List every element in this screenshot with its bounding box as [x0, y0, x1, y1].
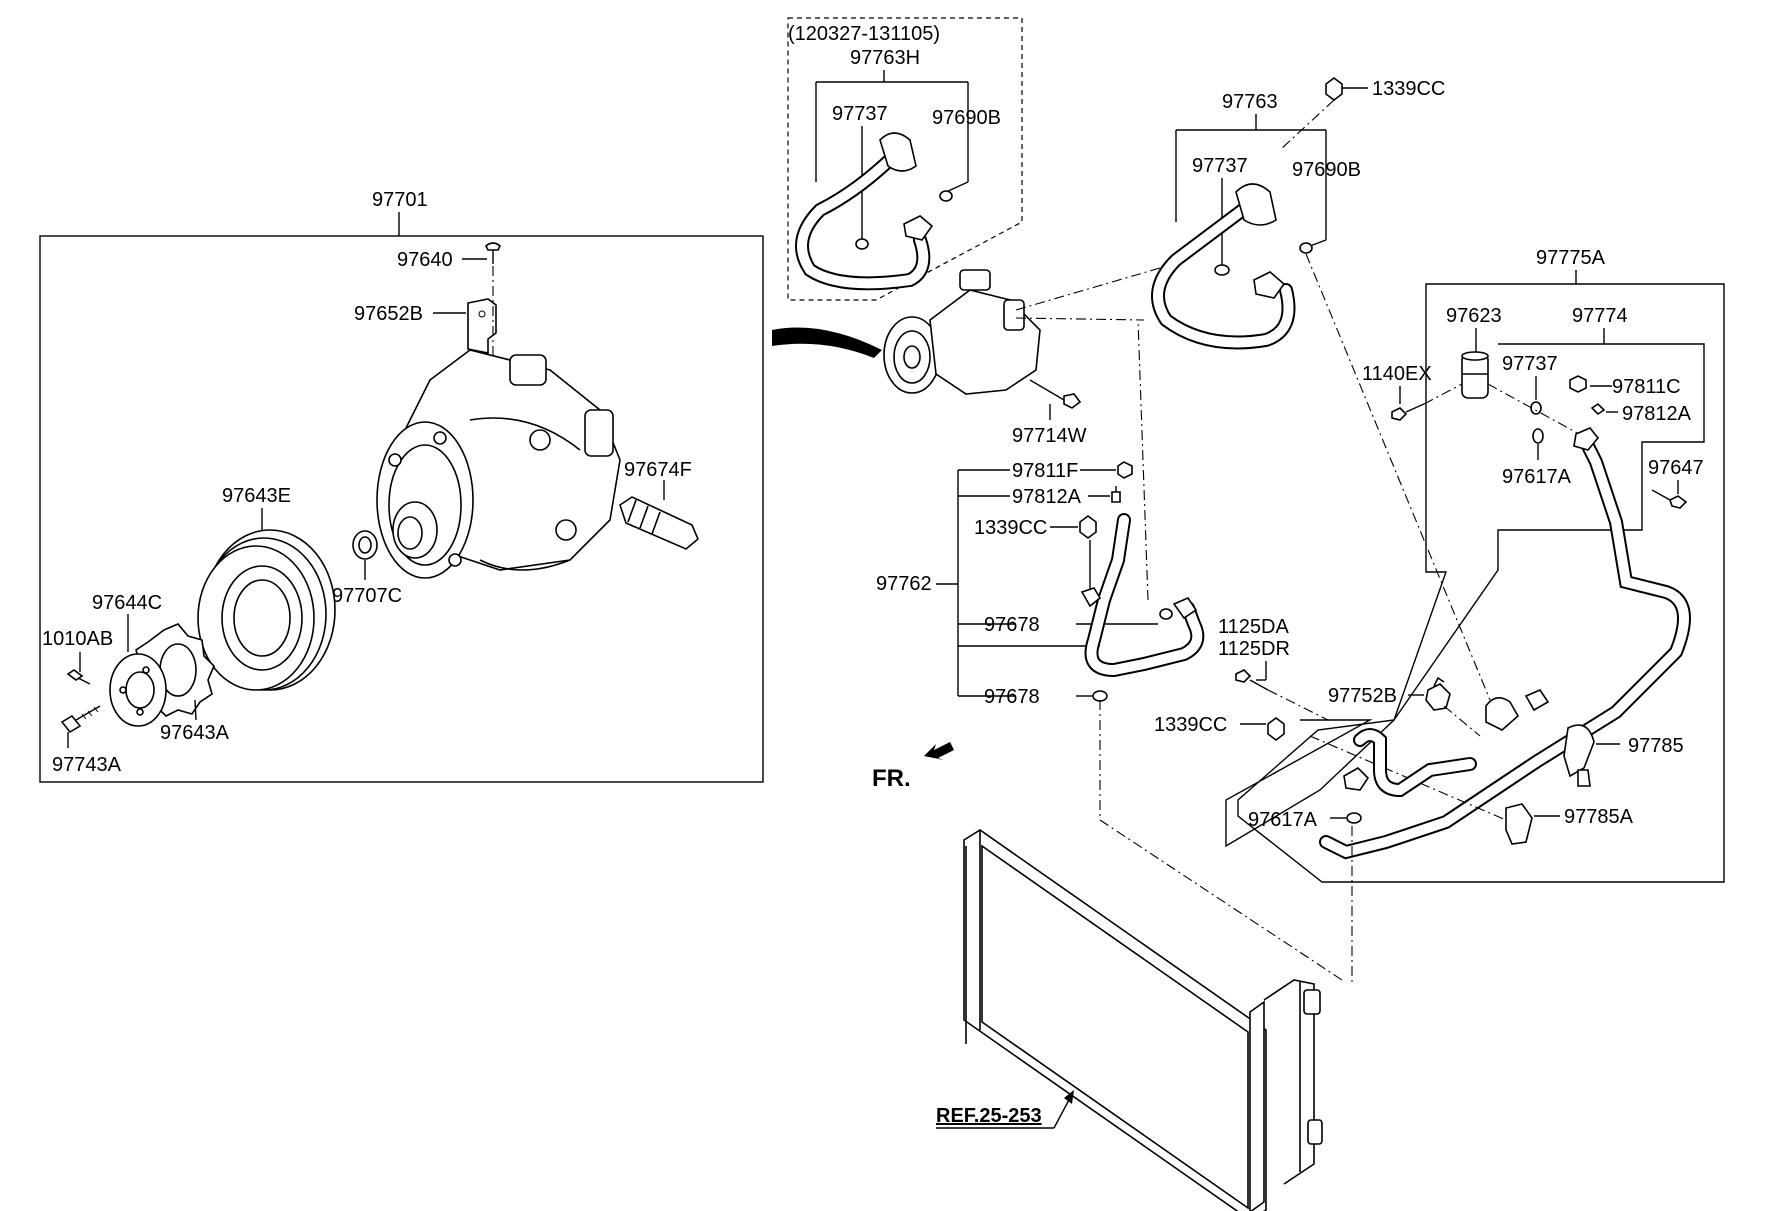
label-ref-25-253[interactable]: REF.25-253: [936, 1105, 1042, 1127]
label-1339CC-top: 1339CC: [1372, 78, 1445, 100]
label-97714W: 97714W: [1012, 425, 1087, 447]
label-97737-mid: 97737: [1192, 155, 1248, 177]
hub-97644C-icon: [109, 653, 167, 727]
tube-lower-icon: [1343, 728, 1477, 798]
sensor-97623-icon: [1461, 351, 1489, 399]
label-97743A: 97743A: [52, 754, 122, 776]
bolt-1010AB-icon: [66, 669, 91, 685]
front-direction-indicator: FR.: [872, 742, 954, 792]
label-97811C: 97811C: [1612, 376, 1681, 398]
core-97812A-left-icon: [1111, 486, 1121, 503]
switch-97752B-icon: [1425, 676, 1451, 711]
label-97763H: 97763H: [850, 47, 920, 69]
bracket-97652B-icon: [467, 298, 497, 354]
label-97678-b: 97678: [984, 686, 1040, 708]
pipe-97762-icon: [1080, 513, 1205, 678]
label-1125DA: 1125DA: [1218, 616, 1289, 638]
label-97647: 97647: [1648, 457, 1704, 479]
label-97812A-left: 97812A: [1012, 486, 1082, 508]
bolt-1125DA-icon: [1235, 669, 1269, 691]
pointer-arrow-icon: [772, 327, 882, 358]
ring-97707C-icon: [352, 530, 378, 560]
hose-97763H-icon: [795, 132, 934, 291]
label-97640: 97640: [397, 249, 453, 271]
cap-97811F-icon: [1117, 461, 1133, 479]
label-97623: 97623: [1446, 305, 1502, 327]
label-97763: 97763: [1222, 91, 1278, 113]
tube-97774-icon: [1319, 427, 1691, 860]
front-arrow-icon: [924, 742, 954, 760]
compressor-body-icon: [376, 349, 621, 579]
compressor-assembly-box: [39, 235, 764, 783]
label-97774: 97774: [1572, 305, 1628, 327]
clamp-97785-icon: [1563, 724, 1595, 787]
label-97737-right: 97737: [1502, 353, 1558, 375]
label-97678-a: 97678: [984, 614, 1040, 636]
label-fr: FR.: [872, 765, 911, 792]
compressor-assembly-group: 97701 97640 97652B: [39, 189, 764, 783]
pipe-97762-group: 97762 97811F 97812A 1339CC 97678 97678: [876, 319, 1205, 820]
small-compressor-icon: [883, 269, 1041, 395]
label-1339CC-low: 1339CC: [1154, 714, 1227, 736]
tube-97775A-group: 97775A 97774 97623 1140EX 97737 9: [1154, 247, 1725, 883]
hose-97763-group: 97763 97737 97690B: [1151, 91, 1361, 350]
label-97737-top: 97737: [832, 103, 888, 125]
label-97617A-low: 97617A: [1248, 809, 1318, 831]
bolt-97714W-icon: [1029, 379, 1082, 409]
bolt-97743A-icon: [60, 705, 101, 734]
nut-1339CC-left-icon: [1079, 515, 1097, 539]
label-97690B-top: 97690B: [932, 107, 1001, 129]
cap-97811C-icon: [1569, 375, 1587, 393]
core-97812A-right-icon: [1590, 402, 1606, 416]
nut-1339CC-top-icon: [1325, 77, 1343, 101]
label-97690B-mid: 97690B: [1292, 159, 1361, 181]
label-97762: 97762: [876, 573, 932, 595]
label-97617A-right: 97617A: [1502, 466, 1572, 488]
label-97811F: 97811F: [1012, 460, 1078, 482]
label-97812A-right: 97812A: [1622, 403, 1692, 425]
bolt-97640-icon: [485, 242, 501, 264]
label-97701: 97701: [372, 189, 428, 211]
bolt-97647-icon: [1651, 489, 1688, 509]
label-97643A: 97643A: [160, 722, 230, 744]
label-date-range: (120327-131105): [788, 23, 940, 45]
label-97707C: 97707C: [332, 585, 402, 607]
nut-1339CC-low-icon: [1267, 717, 1285, 741]
ref-arrow-icon: [1064, 1090, 1074, 1104]
hose-97763H-group: (120327-131105) 97763H 97737 97690B: [787, 17, 1023, 301]
label-1010AB: 1010AB: [42, 628, 113, 650]
label-97752B: 97752B: [1328, 685, 1397, 707]
pulley-97643E-icon: [197, 529, 336, 691]
label-97643E: 97643E: [222, 485, 291, 507]
label-1140EX: 1140EX: [1362, 363, 1432, 385]
condenser-ref-link[interactable]: REF.25-253: [936, 1090, 1074, 1129]
label-97652B: 97652B: [354, 303, 423, 325]
label-97785: 97785: [1628, 735, 1684, 757]
label-97674F: 97674F: [624, 459, 692, 481]
label-1125DR: 1125DR: [1218, 638, 1290, 660]
condenser-icon: [963, 829, 1323, 1211]
label-97644C: 97644C: [92, 592, 162, 614]
hose-97763-icon: [1151, 183, 1296, 350]
label-97775A: 97775A: [1536, 247, 1606, 269]
switch-97674F-icon: [619, 496, 699, 550]
label-1339CC-left: 1339CC: [974, 517, 1047, 539]
bolt-1140EX-icon: [1391, 403, 1425, 421]
label-97785A: 97785A: [1564, 806, 1634, 828]
clamp-97785A-icon: [1505, 803, 1533, 845]
